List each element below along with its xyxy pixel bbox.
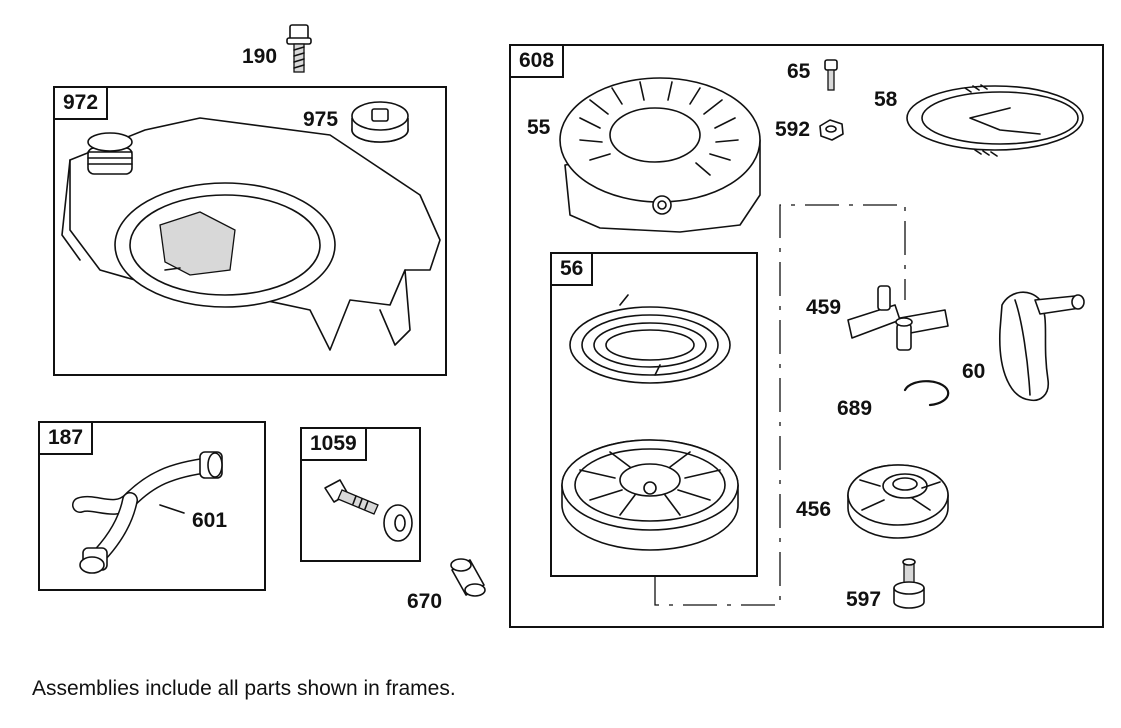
frame-56: 56 <box>550 252 758 577</box>
part-number-670: 670 <box>407 590 443 613</box>
footnote: Assemblies include all parts shown in fr… <box>32 677 456 700</box>
screw-65-drawing <box>824 59 838 91</box>
spring-pulley-56-drawing <box>561 294 739 551</box>
part-number-58: 58 <box>874 88 898 111</box>
part-number-597: 597 <box>846 588 882 611</box>
frame-187: 187 <box>38 421 266 591</box>
part-number-190: 190 <box>242 45 278 68</box>
hose-601-drawing <box>72 451 223 574</box>
part-number-55: 55 <box>527 116 551 139</box>
frame-label-187: 187 <box>38 421 94 455</box>
retainer-456-drawing <box>847 464 949 539</box>
cap-975-drawing <box>351 101 409 143</box>
frame-972: 972 <box>53 86 447 376</box>
ring-689-drawing <box>903 380 950 407</box>
assembly-dashed-lines <box>654 204 906 606</box>
part-number-689: 689 <box>837 397 873 420</box>
screw-597-drawing <box>893 558 925 609</box>
blower-housing-972-drawing <box>61 117 441 351</box>
frame-608: 608 <box>509 44 1104 628</box>
frame-label-56: 56 <box>550 252 594 286</box>
bolt-190-drawing <box>286 24 312 73</box>
frame-label-1059: 1059 <box>300 427 367 461</box>
part-number-60: 60 <box>962 360 986 383</box>
handle-60-drawing <box>999 291 1085 402</box>
part-number-601: 601 <box>192 509 228 532</box>
frame-label-608: 608 <box>509 44 565 78</box>
bolt-1059-drawing <box>324 479 413 542</box>
recoil-housing-55-drawing <box>559 77 761 233</box>
frame-label-972: 972 <box>53 86 109 120</box>
rope-58-drawing <box>906 84 1084 157</box>
part-number-975: 975 <box>303 108 339 131</box>
part-number-65: 65 <box>787 60 811 83</box>
part-number-592: 592 <box>775 118 811 141</box>
frame-1059: 1059 <box>300 427 421 562</box>
part-number-456: 456 <box>796 498 832 521</box>
pawl-459-drawing <box>847 285 949 351</box>
spacer-670-drawing <box>450 558 486 597</box>
part-number-459: 459 <box>806 296 842 319</box>
nut-592-drawing <box>819 119 844 141</box>
